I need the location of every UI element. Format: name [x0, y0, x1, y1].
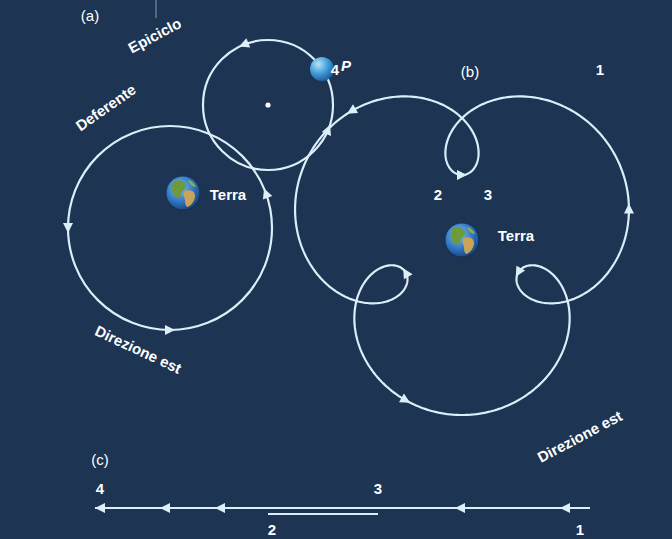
planet-symbol [310, 57, 334, 81]
direction-label: Direzione est [535, 408, 625, 466]
arrow-head [165, 325, 175, 335]
callout-number: 2 [434, 187, 442, 204]
earth-symbol [445, 223, 479, 257]
earth-symbol [166, 176, 200, 210]
panel-label: (c) [91, 452, 109, 469]
arrow-head [403, 268, 412, 279]
callout-number: 4 [96, 481, 104, 498]
deferent-circle [68, 126, 272, 330]
arrow-head [160, 503, 170, 513]
part-label: Deferente [73, 81, 139, 134]
arrow-head [322, 125, 331, 136]
callout-number: 1 [596, 62, 604, 79]
callout-number: 3 [484, 187, 492, 204]
arrow-head [347, 104, 358, 113]
callout-number: 1 [576, 522, 584, 539]
arrow-head [63, 223, 73, 233]
planet-path [295, 96, 629, 415]
arrow-head [516, 266, 525, 277]
epicycle-circle [203, 40, 333, 170]
direction-label: Direzione est [92, 323, 184, 377]
arrow-head [624, 204, 634, 214]
earth-label: Terra [498, 228, 534, 245]
retrograde-segment [268, 513, 378, 515]
arrow-head [263, 188, 272, 199]
panel-label: (a) [81, 8, 99, 25]
earth-label: Terra [210, 187, 246, 204]
arrow-head [455, 503, 465, 513]
frame-rule [156, 0, 157, 18]
arrow-head [560, 503, 570, 513]
callout-number: 2 [268, 522, 276, 539]
planet-label: P [341, 58, 351, 75]
callout-number: 4 [331, 62, 339, 79]
arrow-head [215, 503, 225, 513]
panel-label: (b) [461, 64, 479, 81]
arrow-head [95, 503, 105, 513]
epicycle-center [265, 102, 270, 107]
callout-number: 3 [374, 481, 382, 498]
arrow-head [399, 394, 410, 403]
arrow-head [239, 38, 250, 47]
part-label: Epiciclo [126, 15, 185, 57]
arrow-head [457, 170, 467, 180]
